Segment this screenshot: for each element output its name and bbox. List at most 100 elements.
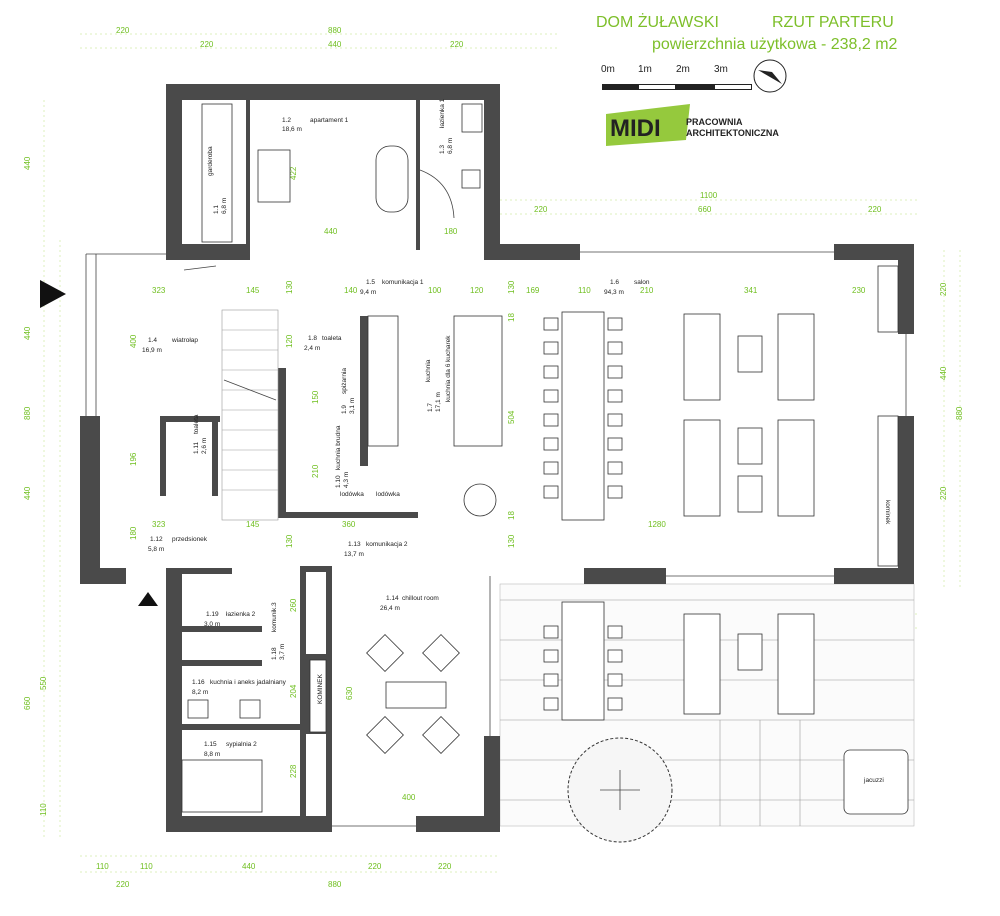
north-arrow-icon bbox=[753, 59, 787, 93]
coffee-table bbox=[385, 681, 447, 709]
scale-label-1: 1m bbox=[638, 64, 652, 75]
dim-top1: 220 bbox=[116, 26, 130, 35]
glazing bbox=[85, 251, 907, 827]
bed bbox=[257, 149, 291, 203]
bed-2 bbox=[181, 759, 263, 813]
room-area: 2,6 m bbox=[201, 438, 208, 454]
svg-text:400: 400 bbox=[129, 334, 138, 348]
room-area: 13,7 m bbox=[344, 551, 364, 558]
svg-text:422: 422 bbox=[289, 166, 298, 180]
dim-bot1: 220 bbox=[438, 862, 452, 871]
room-id: 1.6 bbox=[610, 279, 619, 286]
room-id: 1.10 bbox=[335, 475, 342, 488]
logo-line1: PRACOWNIA bbox=[686, 117, 743, 127]
svg-text:130: 130 bbox=[507, 280, 516, 294]
room-area: 94,3 m bbox=[604, 289, 624, 296]
terrace-furniture bbox=[543, 601, 909, 843]
room-name: komunikacja 2 bbox=[366, 541, 408, 548]
room-area: 2,4 m bbox=[304, 345, 320, 352]
salon-fireplace-label: kominek bbox=[884, 500, 891, 525]
room-id: 1.2 bbox=[282, 117, 291, 124]
svg-text:504: 504 bbox=[507, 410, 516, 424]
svg-text:150: 150 bbox=[311, 390, 320, 404]
scale-segment bbox=[676, 84, 714, 90]
dim-bot2: 880 bbox=[328, 880, 342, 889]
svg-text:145: 145 bbox=[246, 520, 260, 529]
dim-right2: 880 bbox=[955, 406, 964, 420]
svg-text:260: 260 bbox=[289, 598, 298, 612]
room-name: kuchnia brudna bbox=[335, 425, 342, 470]
dim-right: 220 bbox=[939, 282, 948, 296]
dim-top2: 220 bbox=[200, 40, 214, 49]
room-id: 1.8 bbox=[308, 335, 317, 342]
jacuzzi-label: jacuzzi bbox=[863, 777, 884, 784]
logo-line2: ARCHITEKTONICZNA bbox=[686, 128, 779, 138]
svg-text:169: 169 bbox=[526, 286, 540, 295]
room-labels: 1.1 6,8 m garderoba 1.2 apartament 1 18,… bbox=[142, 98, 891, 784]
svg-text:341: 341 bbox=[744, 286, 758, 295]
dim-right: 440 bbox=[939, 366, 948, 380]
room-id: 1.7 bbox=[427, 403, 434, 412]
dim-bot1: 110 bbox=[140, 862, 153, 871]
scale-segment bbox=[638, 84, 676, 90]
dimension-labels: 220 880 220 440 220 110 110 440 220 220 … bbox=[23, 26, 964, 889]
room-id: 1.14 bbox=[386, 595, 399, 602]
room-name: sypialnia 2 bbox=[226, 741, 257, 748]
dim-top2: 220 bbox=[450, 40, 464, 49]
kitchen-island bbox=[453, 315, 503, 447]
basin bbox=[461, 103, 483, 133]
svg-text:360: 360 bbox=[342, 520, 356, 529]
svg-text:100: 100 bbox=[428, 286, 442, 295]
dim-left: 440 bbox=[23, 156, 32, 170]
svg-text:323: 323 bbox=[152, 520, 166, 529]
dining-chairs bbox=[543, 317, 623, 499]
dim-left: 880 bbox=[23, 406, 32, 420]
dim-top2: 440 bbox=[328, 40, 342, 49]
room-name: komunikacja 1 bbox=[382, 279, 424, 286]
svg-text:228: 228 bbox=[289, 764, 298, 778]
room-area: 17,1 m bbox=[435, 392, 442, 412]
room-area: 18,6 m bbox=[282, 126, 302, 133]
kitchen-counter bbox=[367, 315, 399, 447]
room-name: wiatrołap bbox=[171, 337, 198, 344]
svg-text:180: 180 bbox=[444, 227, 458, 236]
room-name: spiżarnia bbox=[341, 368, 348, 394]
dim-top1: 880 bbox=[328, 26, 342, 35]
room-name: salon bbox=[634, 279, 650, 286]
svg-text:18: 18 bbox=[507, 511, 516, 520]
room-name: apartament 1 bbox=[310, 117, 349, 124]
room-area: 3,7 m bbox=[279, 644, 286, 660]
svg-text:1280: 1280 bbox=[648, 520, 666, 529]
room-id: 1.13 bbox=[348, 541, 361, 548]
dim-left2: 110 bbox=[39, 803, 48, 816]
svg-text:210: 210 bbox=[311, 464, 320, 478]
scale-label-0: 0m bbox=[601, 64, 615, 75]
svg-text:196: 196 bbox=[129, 452, 138, 466]
svg-text:120: 120 bbox=[470, 286, 484, 295]
room-id: 1.16 bbox=[192, 679, 205, 686]
room-id: 1.1 bbox=[213, 205, 220, 214]
dim-wing: 660 bbox=[698, 205, 712, 214]
svg-text:204: 204 bbox=[289, 684, 298, 698]
room-area: 8,8 m bbox=[204, 751, 220, 758]
scale-label-2: 2m bbox=[676, 64, 690, 75]
toilet bbox=[461, 169, 481, 189]
apartment-furniture bbox=[183, 103, 483, 271]
svg-text:323: 323 bbox=[152, 286, 166, 295]
sheet-title: RZUT PARTERU bbox=[772, 14, 894, 31]
svg-text:230: 230 bbox=[852, 286, 866, 295]
dim-left2: 550 bbox=[39, 676, 48, 690]
room-area: 3,1 m bbox=[349, 398, 356, 414]
room-name: toaleta bbox=[193, 414, 200, 434]
project-title: DOM ŻUŁAWSKI bbox=[596, 14, 719, 31]
room-id: 1.18 bbox=[271, 647, 278, 660]
room-area: 4,3 m bbox=[343, 472, 350, 488]
dim-wing: 220 bbox=[868, 205, 882, 214]
room-id: 1.11 bbox=[193, 441, 200, 454]
fireplace bbox=[877, 415, 899, 567]
dim-bot1: 220 bbox=[368, 862, 382, 871]
dim-bot2: 220 bbox=[116, 880, 130, 889]
scale-label-3: 3m bbox=[714, 64, 728, 75]
room-area: 5,8 m bbox=[148, 546, 164, 553]
